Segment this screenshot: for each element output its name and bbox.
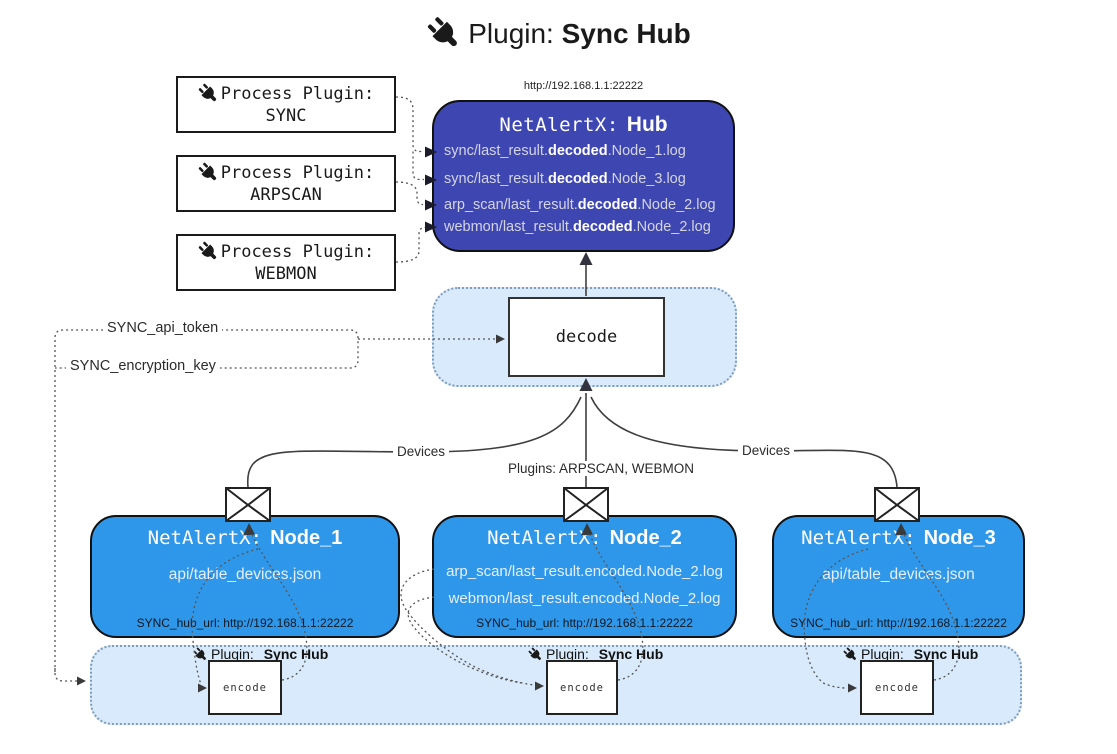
netalertx-node2-box: NetAlertX: Node_2 arp_scan/last_result.en… [432,515,737,638]
netalertx-node3-box: NetAlertX:Node_3 api/table_devices.json … [772,515,1025,638]
node-file: api/table_devices.json [822,566,975,583]
plug-icon [193,646,208,662]
log-bold: decoded [547,143,608,159]
hub-log-line: sync/last_result.decoded.Node_1.log [444,143,686,159]
process-plugin-webmon-box: Process Plugin: WEBMON [176,234,396,291]
edge-label-devices-right: Devices [738,443,795,458]
sync-encryption-key-label: SYNC_encryption_key [66,358,220,374]
plug-icon [197,162,219,183]
node-title: NetAlertX: Node_1 [92,527,398,550]
node-title: NetAlertX: Node_2 [434,527,735,550]
process-plugin-arpscan-box: Process Plugin: ARPSCAN [176,155,396,212]
decode-box: decode [508,297,665,377]
hub-log-line: sync/last_result.decoded.Node_3.log [444,171,686,187]
hub-log-line: arp_scan/last_result.decoded.Node_2.log [444,197,716,213]
log-post: .Node_2.log [632,219,711,235]
process-plugin-name: SYNC [265,106,307,126]
node-title-prefix: NetAlertX: [487,527,602,549]
netalertx-hub-box: NetAlertX:Hub sync/last_result.decoded.N… [432,100,735,252]
dotted-arrowheads [77,334,907,693]
plug-icon [197,83,219,104]
title-prefix: Plugin: [468,17,554,49]
hub-title-prefix: NetAlertX: [499,114,619,136]
node-title-prefix: NetAlertX: [801,527,916,549]
node-hub-url: SYNC_hub_url: http://192.168.1.1:22222 [476,616,693,630]
page-title-text: Plugin: Sync Hub [468,18,691,50]
sync-api-token-label: SYNC_api_token [103,320,223,336]
hub-title-name: Hub [626,113,668,136]
process-plugin-name: WEBMON [255,264,317,284]
log-post: .Node_2.log [637,197,716,213]
process-plugin-label: Process Plugin: [220,162,375,183]
log-post: .Node_1.log [607,143,686,159]
log-bold: decoded [572,219,633,235]
plug-icon [843,646,858,662]
netalertx-node1-box: NetAlertX:Node_1 api/table_devices.json … [90,515,400,638]
node-file: arp_scan/last_result.encoded.Node_2.log [446,563,723,580]
node-title-name: Node_2 [609,527,682,549]
plug-icon [528,646,543,662]
log-pre: sync/last_result. [444,143,548,159]
band-plugin-prefix: Plugin: [546,646,589,662]
page-title: Plugin: Sync Hub [426,16,691,51]
log-post: .Node_3.log [607,171,686,187]
log-pre: webmon/last_result. [444,219,573,235]
node-hub-url: SYNC_hub_url: http://192.168.1.1:22222 [790,616,1007,630]
log-bold: decoded [577,197,638,213]
node-title: NetAlertX: Node_3 [774,527,1023,550]
node-title-prefix: NetAlertX: [147,527,263,549]
hub-title: NetAlertX: Hub [434,113,733,137]
process-plugin-label: Process Plugin: [220,241,375,262]
node-file: api/table_devices.json [168,566,322,583]
title-name: Sync Hub [561,17,691,49]
plug-icon [426,16,462,51]
node-file: webmon/last_result.encoded.Node_2.log [448,590,721,607]
hub-log-line: webmon/last_result.decoded.Node_2.log [444,219,711,235]
node-title-name: Node_1 [270,527,343,549]
edge-label-devices-left: Devices [393,444,450,459]
log-bold: decoded [547,171,608,187]
node-hub-url: SYNC_hub_url: http://192.168.1.1:22222 [136,616,354,630]
encode-box: encode [208,660,282,715]
node-title-name: Node_3 [923,527,996,549]
process-plugin-name: ARPSCAN [250,185,322,205]
process-plugin-label: Process Plugin: [220,83,375,104]
encode-box: encode [860,660,934,715]
log-pre: sync/last_result. [444,171,548,187]
hub-url-label: http://192.168.1.1:22222 [523,80,644,92]
encode-box: encode [546,660,618,715]
band-plugin-prefix: Plugin: [861,646,904,662]
process-plugin-sync-box: Process Plugin: SYNC [176,76,396,133]
plug-icon [197,241,219,262]
log-pre: arp_scan/last_result. [444,197,578,213]
edge-label-plugins: Plugins: ARPSCAN, WEBMON [504,461,699,476]
